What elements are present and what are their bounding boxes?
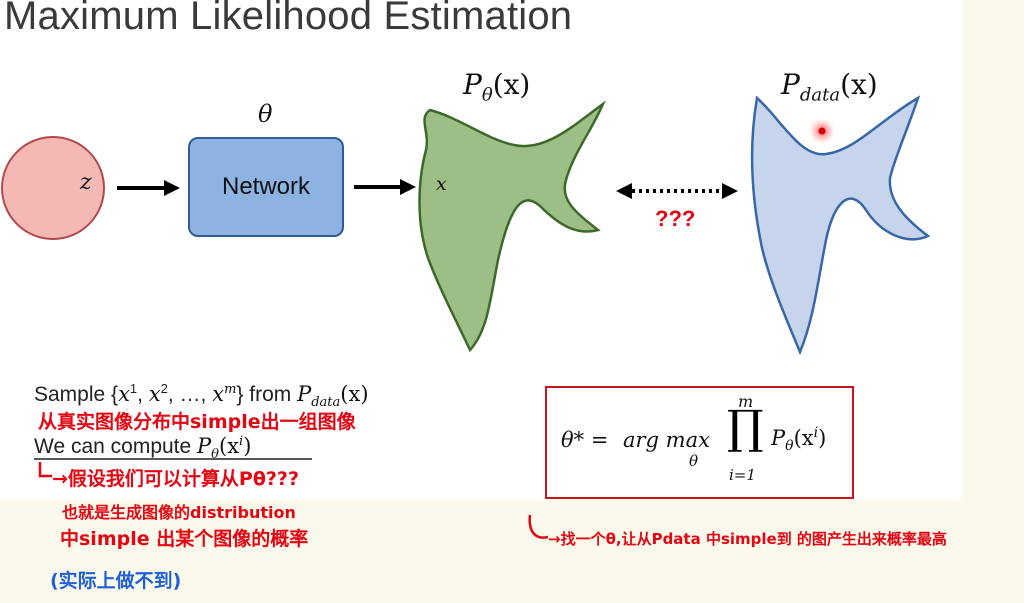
formula-prod-symbol: ∏ [727, 400, 764, 454]
dotted-arrow-left-head [616, 183, 632, 199]
sample-line: Sample {x1, x2, …, xm} from Pdata(x) [34, 381, 369, 411]
x-label: x [436, 173, 447, 195]
arrow-z-network-head [164, 180, 180, 196]
dotted-arrow-right-head [722, 183, 738, 199]
formula-argmax: arg max [623, 428, 710, 452]
sample-point [818, 127, 826, 135]
formula-term: Pθ(xi) [771, 425, 827, 455]
note-arrow-left [38, 462, 52, 478]
formula-lhs: θ* = [561, 428, 609, 452]
note-arrow-right [528, 514, 549, 539]
generated-distribution-shape [418, 100, 606, 353]
annotation-distribution: 也就是生成图像的distribution [62, 503, 296, 522]
compute-line: We can compute Pθ(xi) [34, 434, 252, 463]
arrow-network-shape-head [400, 179, 416, 195]
network-box: Network [188, 137, 344, 237]
p-theta-label: Pθ(x) [463, 68, 531, 106]
network-label: Network [221, 173, 311, 200]
annotation-impossible: (实际上做不到) [50, 570, 182, 592]
theta-label: θ [258, 100, 273, 128]
annotation-assume: →假设我们可以计算从Pθ??? [52, 468, 299, 490]
annotation-argmax-meaning: →找一个θ,让从Pdata 中simple到 的图产生出来概率最高 [548, 530, 947, 548]
margin-strip [962, 0, 1024, 500]
question-marks: ??? [655, 206, 696, 231]
formula-argmax-sub: θ [689, 452, 699, 470]
annotation-probability: 中simple 出某个图像的概率 [60, 528, 309, 550]
latent-circle [1, 136, 105, 240]
slide-title: Maximum Likelihood Estimation [4, 0, 573, 38]
formula-box: θ* = arg max θ m ∏ i=1 Pθ(xi) [545, 386, 854, 499]
data-distribution-shape [750, 95, 931, 356]
annotation-sample: 从真实图像分布中simple出一组图像 [38, 411, 356, 433]
formula-prod-bottom: i=1 [729, 466, 756, 484]
formula-prod-top: m [738, 392, 754, 411]
p-data-label: Pdata(x) [781, 68, 878, 106]
z-label: z [80, 170, 92, 195]
